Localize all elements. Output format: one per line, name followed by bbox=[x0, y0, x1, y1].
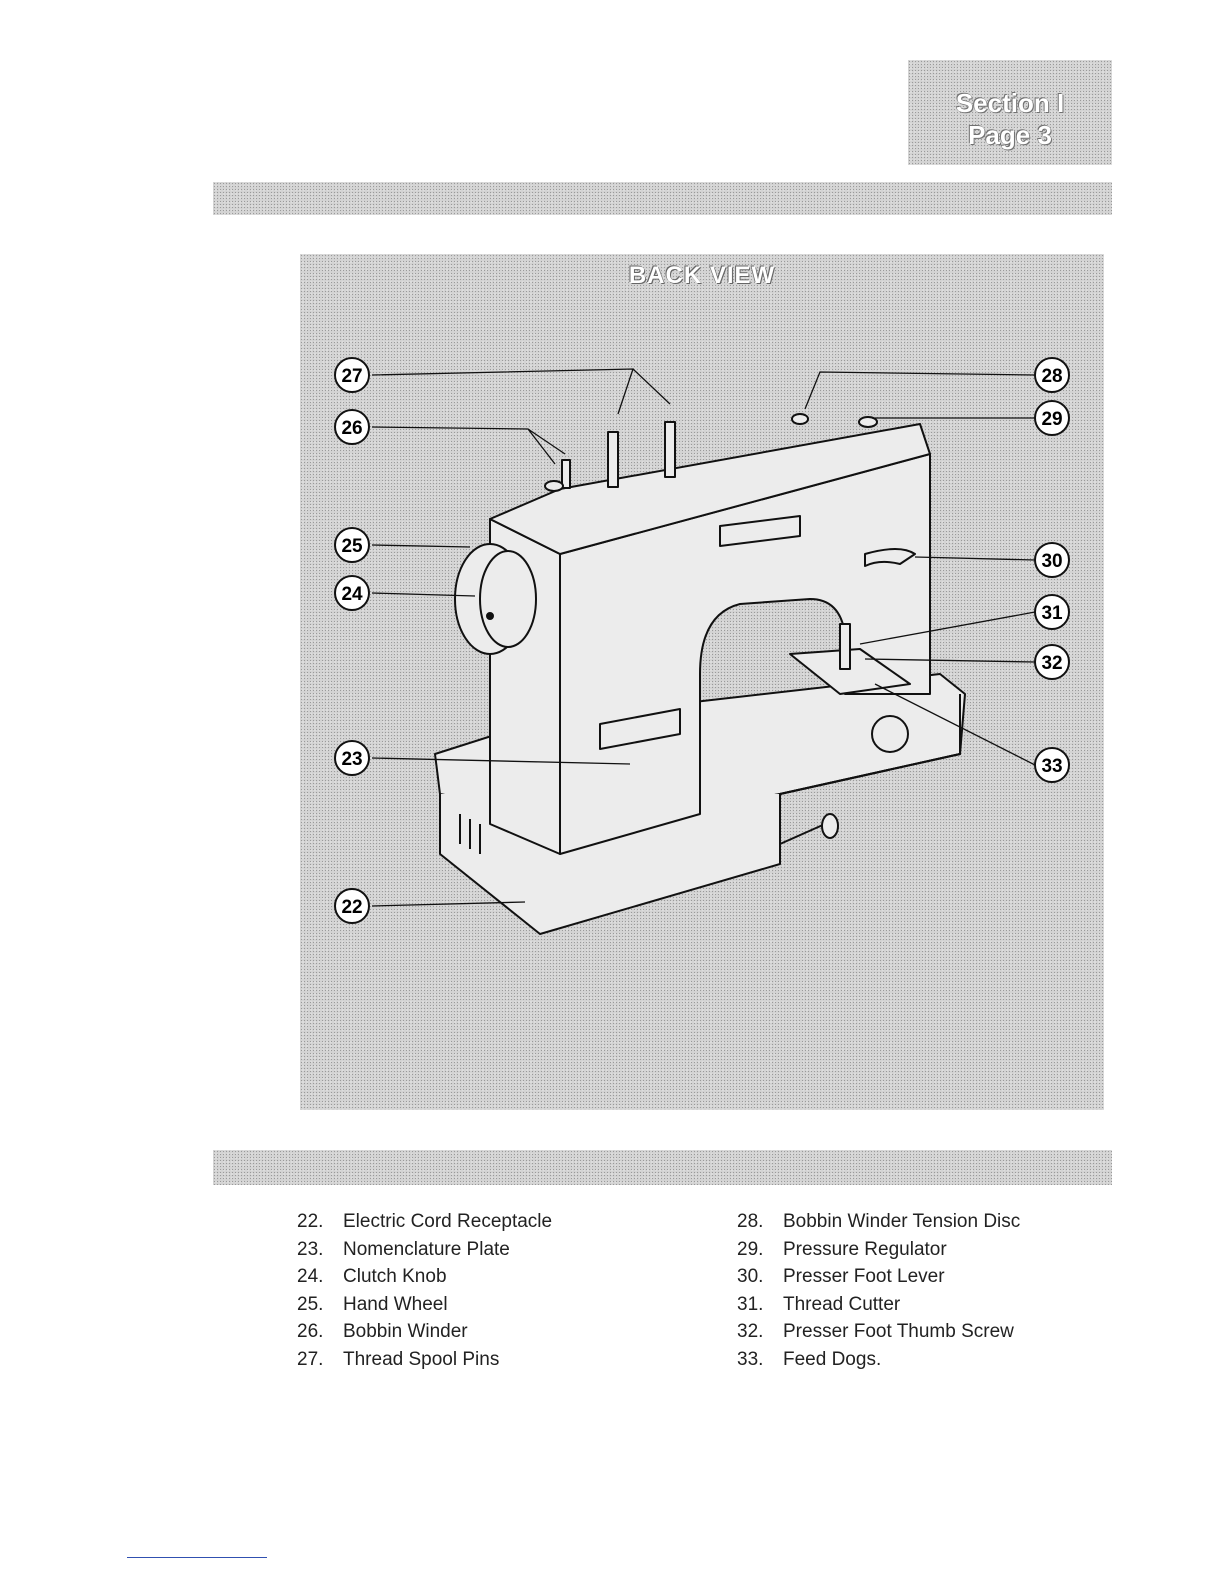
back-view-figure: 27 26 25 24 23 22 28 29 30 31 32 33 BACK… bbox=[300, 254, 1104, 1110]
callout-32: 32 bbox=[1041, 653, 1062, 674]
callout-26: 26 bbox=[341, 418, 362, 439]
callout-28: 28 bbox=[1041, 366, 1062, 387]
legend-number: 33. bbox=[737, 1348, 764, 1370]
legend-item: 25. Hand Wheel bbox=[297, 1291, 552, 1319]
callout-circles-right: 28 29 30 31 32 33 bbox=[1034, 357, 1070, 783]
legend-label: Hand Wheel bbox=[343, 1293, 448, 1315]
callout-circles-left: 27 26 25 24 23 22 bbox=[334, 357, 370, 924]
legend-item: 32. Presser Foot Thumb Screw bbox=[737, 1318, 1020, 1346]
callout-33: 33 bbox=[1041, 756, 1062, 777]
legend-number: 31. bbox=[737, 1293, 764, 1315]
spool-pin bbox=[607, 431, 619, 488]
spool-pin bbox=[664, 421, 676, 478]
callout-23: 23 bbox=[341, 749, 362, 770]
callout-25: 25 bbox=[341, 536, 363, 557]
legend-label: Presser Foot Thumb Screw bbox=[783, 1321, 1014, 1342]
legend-label: Clutch Knob bbox=[343, 1266, 447, 1287]
legend-item: 33. Feed Dogs. bbox=[737, 1346, 1020, 1374]
legend-item: 23. Nomenclature Plate bbox=[297, 1236, 552, 1264]
legend-label: Nomenclature Plate bbox=[343, 1238, 510, 1260]
legend-number: 24. bbox=[297, 1266, 324, 1287]
section-label: Section I bbox=[955, 88, 1065, 118]
callout-29: 29 bbox=[1041, 409, 1062, 430]
legend-item: 26. Bobbin Winder bbox=[297, 1318, 552, 1346]
page-label: Page 3 bbox=[968, 120, 1052, 150]
section-page-label: Section I Page 3 bbox=[908, 60, 1112, 165]
top-decorative-band bbox=[213, 182, 1112, 215]
legend-item: 28. Bobbin Winder Tension Disc bbox=[737, 1208, 1020, 1236]
legend-number: 28. bbox=[737, 1211, 764, 1232]
tension-disc bbox=[791, 413, 809, 425]
legend-label: Feed Dogs. bbox=[783, 1348, 882, 1370]
clutch-knob bbox=[479, 550, 537, 648]
legend-left-column: 22. Electric Cord Receptacle 23. Nomenclat… bbox=[297, 1208, 552, 1373]
footer-rule bbox=[127, 1557, 267, 1558]
legend-item: 29. Pressure Regulator bbox=[737, 1236, 1020, 1264]
leader-lines bbox=[371, 368, 1036, 907]
legend-label: Thread Cutter bbox=[783, 1293, 901, 1315]
legend-number: 27. bbox=[297, 1348, 324, 1370]
callout-31: 31 bbox=[1041, 603, 1063, 624]
legend-label: Electric Cord Receptacle bbox=[343, 1211, 553, 1232]
legend-label: Bobbin Winder bbox=[343, 1321, 468, 1342]
legend-item: 24. Clutch Knob bbox=[297, 1263, 552, 1291]
legend-item: 27. Thread Spool Pins bbox=[297, 1346, 552, 1374]
legend-item: 22. Electric Cord Receptacle bbox=[297, 1208, 552, 1236]
legend-item: 31. Thread Cutter bbox=[737, 1291, 1020, 1319]
legend-number: 26. bbox=[297, 1321, 324, 1342]
presser-foot-lever bbox=[864, 548, 916, 567]
presser-bar bbox=[839, 623, 851, 670]
legend-number: 22. bbox=[297, 1211, 324, 1232]
legend-number: 23. bbox=[297, 1238, 324, 1260]
machine-arm-top bbox=[489, 423, 931, 555]
legend-item: 30. Presser Foot Lever bbox=[737, 1263, 1020, 1291]
bobbin-winder bbox=[561, 459, 571, 489]
round-cover bbox=[871, 715, 909, 753]
legend-number: 30. bbox=[737, 1266, 764, 1287]
callout-22: 22 bbox=[341, 897, 362, 918]
legend-right-column: 28. Bobbin Winder Tension Disc 29. Pressur… bbox=[737, 1208, 1020, 1373]
callout-24: 24 bbox=[341, 584, 363, 605]
needle-plate bbox=[789, 648, 911, 695]
callout-27: 27 bbox=[341, 366, 362, 387]
legend-number: 32. bbox=[737, 1321, 764, 1342]
sewing-machine-illustration: 27 26 25 24 23 22 28 29 30 31 32 33 bbox=[334, 357, 1070, 935]
legend-number: 25. bbox=[297, 1293, 324, 1315]
legend-label: Presser Foot Lever bbox=[783, 1266, 945, 1287]
legend-label: Pressure Regulator bbox=[783, 1238, 947, 1260]
legend-number: 29. bbox=[737, 1238, 764, 1260]
legend-label: Bobbin Winder Tension Disc bbox=[783, 1211, 1021, 1232]
bottom-decorative-band bbox=[213, 1150, 1112, 1185]
callout-30: 30 bbox=[1041, 551, 1062, 572]
pressure-regulator bbox=[858, 416, 878, 428]
legend-label: Thread Spool Pins bbox=[343, 1348, 500, 1370]
nomenclature-plate bbox=[599, 708, 681, 750]
figure-title: BACK VIEW bbox=[628, 262, 776, 289]
